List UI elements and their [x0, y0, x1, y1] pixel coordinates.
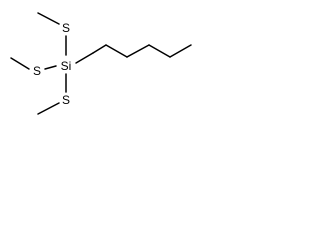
bond-chain-4	[148, 44, 171, 58]
bond-si-chain	[75, 52, 94, 64]
bond-methyl-top-s	[37, 12, 60, 25]
bond-s-left-methyl	[10, 57, 30, 70]
atom-s-top: S	[62, 21, 70, 35]
structure-canvas: S Si S S	[0, 0, 203, 122]
atom-si: Si	[61, 59, 72, 73]
bond-chain-1	[92, 44, 107, 54]
bond-chain-3	[126, 44, 150, 58]
bond-chain-2	[105, 44, 128, 58]
bond-si-s-left	[44, 65, 57, 70]
atom-s-left: S	[33, 64, 41, 78]
atom-s-bottom: S	[62, 93, 70, 107]
bond-s-bottom-methyl	[37, 102, 60, 115]
molecule-diagram: S Si S S	[10, 12, 192, 115]
bond-chain-5	[169, 44, 192, 58]
